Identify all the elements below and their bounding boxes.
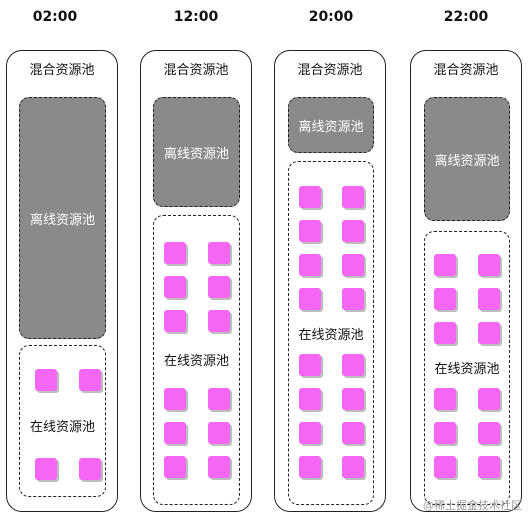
mixed-pool-0200: 混合资源池 离线资源池 在线资源池 xyxy=(6,50,118,512)
time-label-1200: 12:00 xyxy=(173,9,219,25)
resource-cell xyxy=(299,220,321,242)
mixed-pool-title: 混合资源池 xyxy=(433,63,499,78)
resource-cell xyxy=(342,220,364,242)
resource-cell xyxy=(434,322,456,344)
online-pool-2000: 在线资源池 xyxy=(288,161,374,505)
offline-pool-2200: 离线资源池 xyxy=(424,97,510,221)
resource-cell xyxy=(299,254,321,276)
resource-cell xyxy=(342,186,364,208)
offline-pool-label: 离线资源池 xyxy=(434,153,500,169)
resource-cell xyxy=(299,186,321,208)
mixed-pool-title: 混合资源池 xyxy=(163,63,229,78)
resource-cell xyxy=(342,422,364,444)
mixed-pool-2000: 混合资源池 离线资源池 在线资源池 xyxy=(274,50,386,512)
offline-pool-label: 离线资源池 xyxy=(29,212,95,228)
offline-pool-0200: 离线资源池 xyxy=(19,97,106,339)
online-pool-label: 在线资源池 xyxy=(163,354,229,369)
resource-cell xyxy=(164,310,186,332)
time-label-2000: 20:00 xyxy=(308,9,354,25)
resource-cell xyxy=(342,288,364,310)
resource-cell xyxy=(299,388,321,410)
resource-cell xyxy=(299,456,321,478)
resource-cell xyxy=(478,254,500,276)
offline-pool-label: 离线资源池 xyxy=(298,119,364,135)
resource-cell xyxy=(478,288,500,310)
resource-cell xyxy=(434,388,456,410)
resource-cell xyxy=(164,388,186,410)
resource-cell xyxy=(478,388,500,410)
resource-cell xyxy=(208,388,230,410)
resource-cell xyxy=(35,369,57,391)
online-pool-2200: 在线资源池 xyxy=(424,231,510,505)
resource-cell xyxy=(208,276,230,298)
resource-cell xyxy=(35,458,57,480)
time-label-0200: 02:00 xyxy=(32,9,78,25)
resource-cell xyxy=(79,369,101,391)
resource-cell xyxy=(434,288,456,310)
resource-cell xyxy=(342,354,364,376)
mixed-pool-2200: 混合资源池 离线资源池 在线资源池 xyxy=(410,50,522,512)
online-pool-label: 在线资源池 xyxy=(29,420,95,435)
mixed-pool-title: 混合资源池 xyxy=(29,63,95,78)
resource-cell xyxy=(79,458,101,480)
time-label-2200: 22:00 xyxy=(443,9,489,25)
resource-cell xyxy=(342,388,364,410)
online-pool-1200: 在线资源池 xyxy=(153,215,240,505)
resource-cell xyxy=(478,422,500,444)
resource-cell xyxy=(342,254,364,276)
resource-cell xyxy=(299,422,321,444)
resource-cell xyxy=(299,354,321,376)
online-pool-label: 在线资源池 xyxy=(298,328,364,343)
resource-cell xyxy=(434,422,456,444)
resource-cell xyxy=(164,422,186,444)
resource-cell xyxy=(208,422,230,444)
footer-watermark: @稀土掘金技术社区 xyxy=(423,499,522,512)
resource-cell xyxy=(299,288,321,310)
resource-cell xyxy=(208,242,230,264)
resource-cell xyxy=(434,254,456,276)
online-pool-label: 在线资源池 xyxy=(434,362,500,377)
resource-cell xyxy=(164,242,186,264)
resource-cell xyxy=(434,456,456,478)
mixed-pool-title: 混合资源池 xyxy=(297,63,363,78)
online-pool-0200: 在线资源池 xyxy=(19,345,106,497)
resource-cell xyxy=(342,456,364,478)
resource-cell xyxy=(164,276,186,298)
resource-cell xyxy=(478,322,500,344)
mixed-pool-1200: 混合资源池 离线资源池 在线资源池 xyxy=(140,50,252,512)
resource-cell xyxy=(478,456,500,478)
offline-pool-1200: 离线资源池 xyxy=(153,97,240,207)
resource-cell xyxy=(208,456,230,478)
resource-cell xyxy=(164,456,186,478)
offline-pool-2000: 离线资源池 xyxy=(288,97,374,153)
offline-pool-label: 离线资源池 xyxy=(163,146,229,162)
resource-cell xyxy=(208,310,230,332)
